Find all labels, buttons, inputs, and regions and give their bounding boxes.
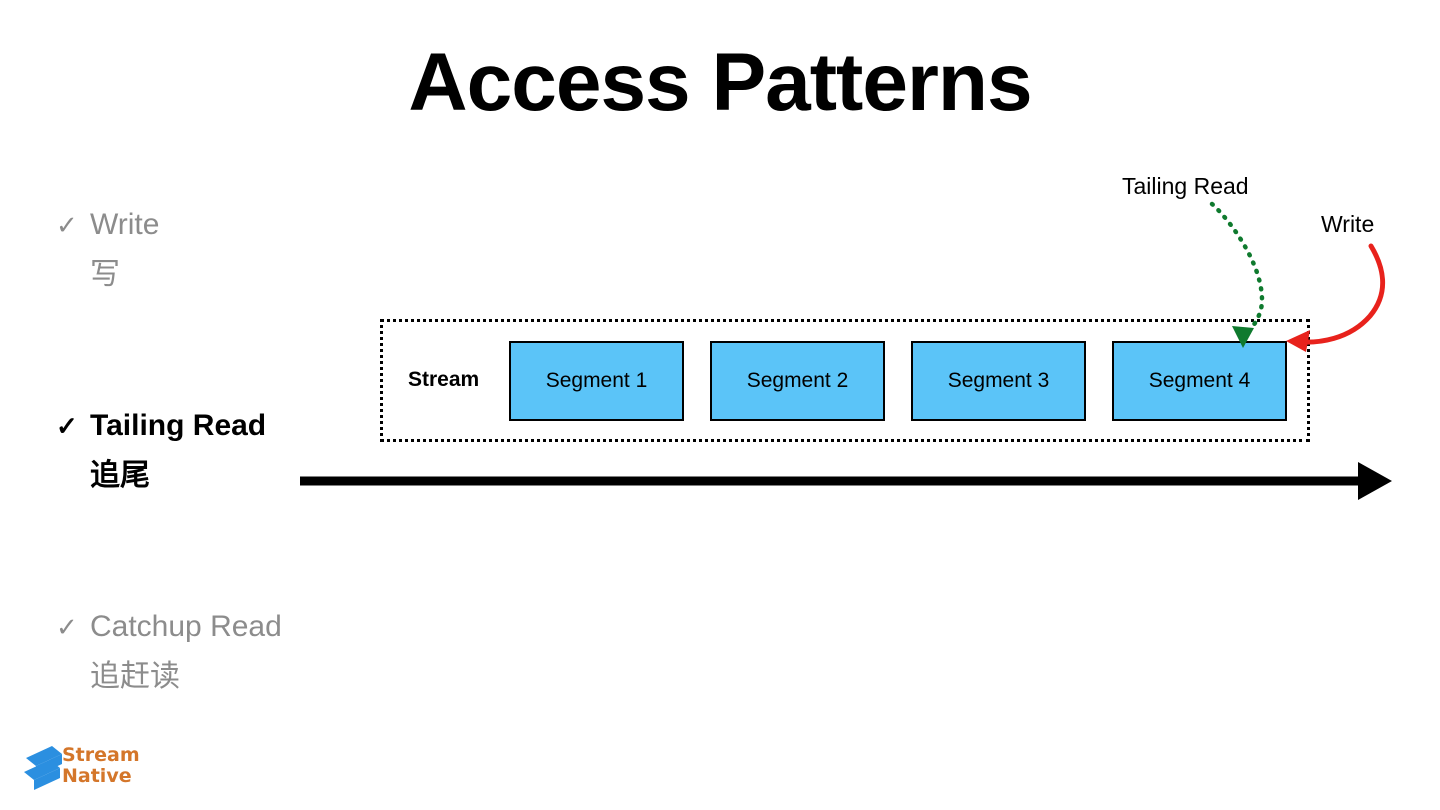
logo-line-2: Native <box>62 765 132 787</box>
streamnative-logo-mark <box>24 746 62 790</box>
bullet-label-zh: 写 <box>90 257 120 292</box>
bullet-label-zh: 追赶读 <box>90 659 180 694</box>
annotation-label-tailing-read: Tailing Read <box>1122 173 1249 199</box>
bullet-item-catchup-read: ✓ Catchup Read 追赶读 <box>56 612 282 692</box>
page-title: Access Patterns <box>408 37 1032 128</box>
checkmark-icon: ✓ <box>56 411 78 441</box>
timeline-arrow <box>300 462 1392 500</box>
stream-label: Stream <box>408 368 480 391</box>
segment-box-4: Segment 4 <box>1112 341 1287 421</box>
logo-line-1: Stream <box>62 744 140 766</box>
segment-box-1: Segment 1 <box>509 341 684 421</box>
bullet-label-en: Tailing Read <box>90 409 267 442</box>
bullet-label-en: Catchup Read <box>90 610 282 643</box>
checkmark-icon: ✓ <box>56 612 78 642</box>
streamnative-logo-text: Stream Native <box>62 745 140 787</box>
bullet-label-en: Write <box>90 208 160 241</box>
bullet-item-write: ✓ Write 写 <box>56 210 159 290</box>
segment-box-2: Segment 2 <box>710 341 885 421</box>
annotation-label-write: Write <box>1321 211 1375 237</box>
segment-box-3: Segment 3 <box>911 341 1086 421</box>
checkmark-icon: ✓ <box>56 210 78 240</box>
bullet-item-tailing-read: ✓ Tailing Read 追尾 <box>56 411 266 491</box>
bullet-label-zh: 追尾 <box>90 458 150 493</box>
